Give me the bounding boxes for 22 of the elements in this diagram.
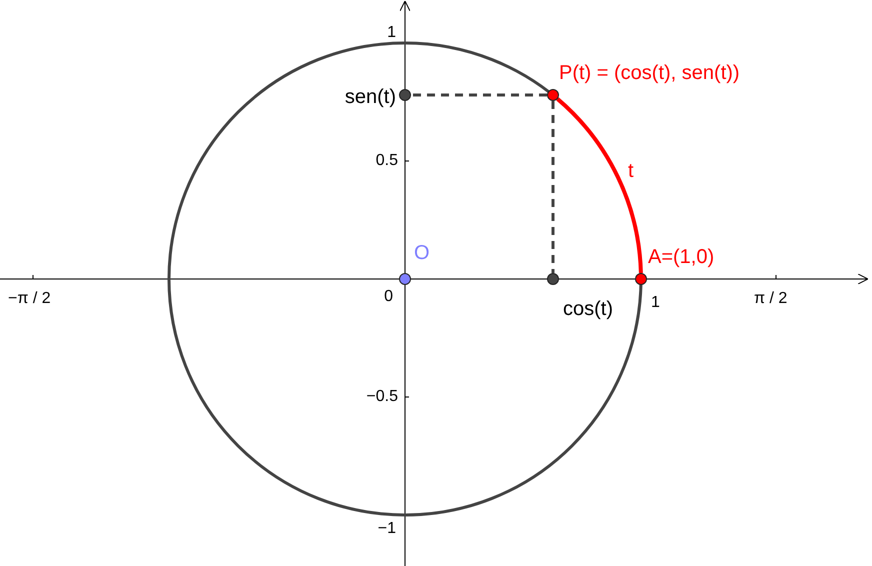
arc (556, 97, 643, 274)
point-marker (547, 273, 559, 285)
dashed-line (552, 101, 554, 273)
point-label: A=(1,0) (648, 246, 714, 268)
dashed-line (411, 94, 547, 96)
tick-label: π / 2 (754, 290, 788, 308)
tick-label: −0.5 (366, 388, 398, 406)
point-marker (635, 273, 647, 285)
point-label: P(t) = (cos(t), sen(t)) (559, 62, 740, 84)
edge-label: t (628, 160, 634, 182)
tick-label: 0 (384, 288, 393, 306)
tick-label: 1 (651, 294, 660, 312)
tick-label: −π / 2 (8, 290, 51, 308)
tick-label: 1 (387, 24, 396, 42)
point-marker (399, 273, 411, 285)
point-marker (547, 89, 559, 101)
point-marker (399, 89, 411, 101)
point-label: cos(t) (563, 298, 613, 320)
tick-label: 0.5 (376, 152, 398, 170)
point-label: O (414, 242, 430, 264)
tick-label: −1 (378, 520, 396, 538)
point-label: sen(t) (344, 86, 396, 108)
